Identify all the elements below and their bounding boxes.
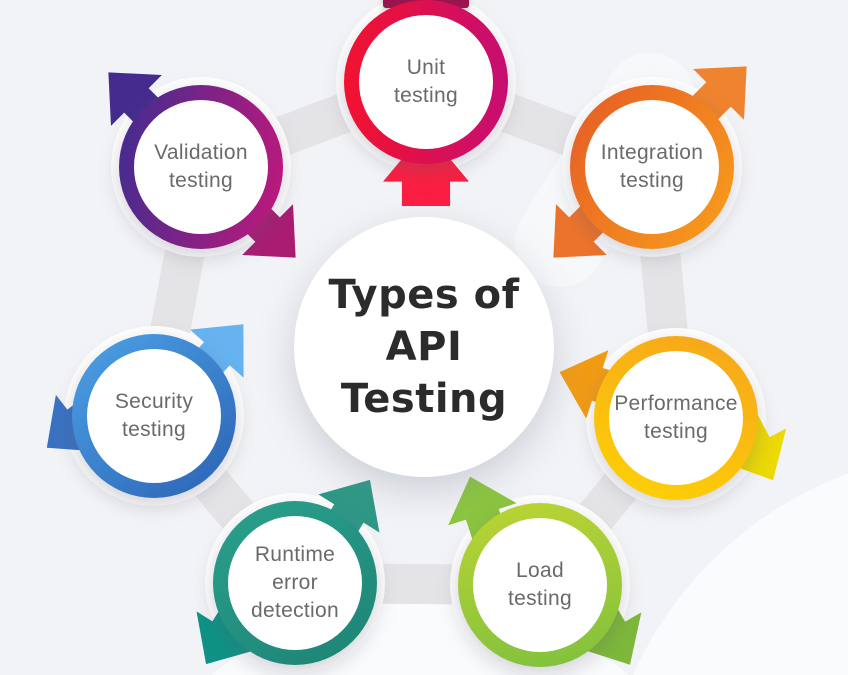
node-label: Load testing — [508, 559, 572, 610]
node-integration-testing: Integration testing — [570, 85, 734, 249]
center-circle: Types of API Testing — [294, 217, 554, 477]
node-runtime-error-detection: Runtime error detection — [213, 501, 377, 665]
node-load-testing: Load testing — [458, 503, 622, 675]
node-unit-testing: Unit testing — [336, 0, 516, 164]
node-ring — [213, 501, 377, 665]
node-ring — [72, 334, 236, 498]
node-label: Security testing — [114, 390, 194, 441]
node-label: Runtime error detection — [251, 543, 339, 622]
node-security-testing: Security testing — [72, 334, 236, 506]
node-label: Integration testing — [600, 141, 704, 192]
node-ring — [594, 336, 758, 500]
node-ring — [458, 503, 622, 667]
node-ring — [344, 0, 508, 164]
node-performance-testing: Performance testing — [594, 328, 758, 508]
node-label: Validation testing — [154, 141, 248, 192]
node-validation-testing: Validation testing — [119, 85, 283, 249]
node-ring — [570, 85, 734, 249]
diagram-title: Types of API Testing — [328, 272, 520, 422]
node-ring — [119, 85, 283, 249]
node-label: Unit testing — [394, 56, 458, 107]
node-label: Performance testing — [614, 392, 738, 443]
